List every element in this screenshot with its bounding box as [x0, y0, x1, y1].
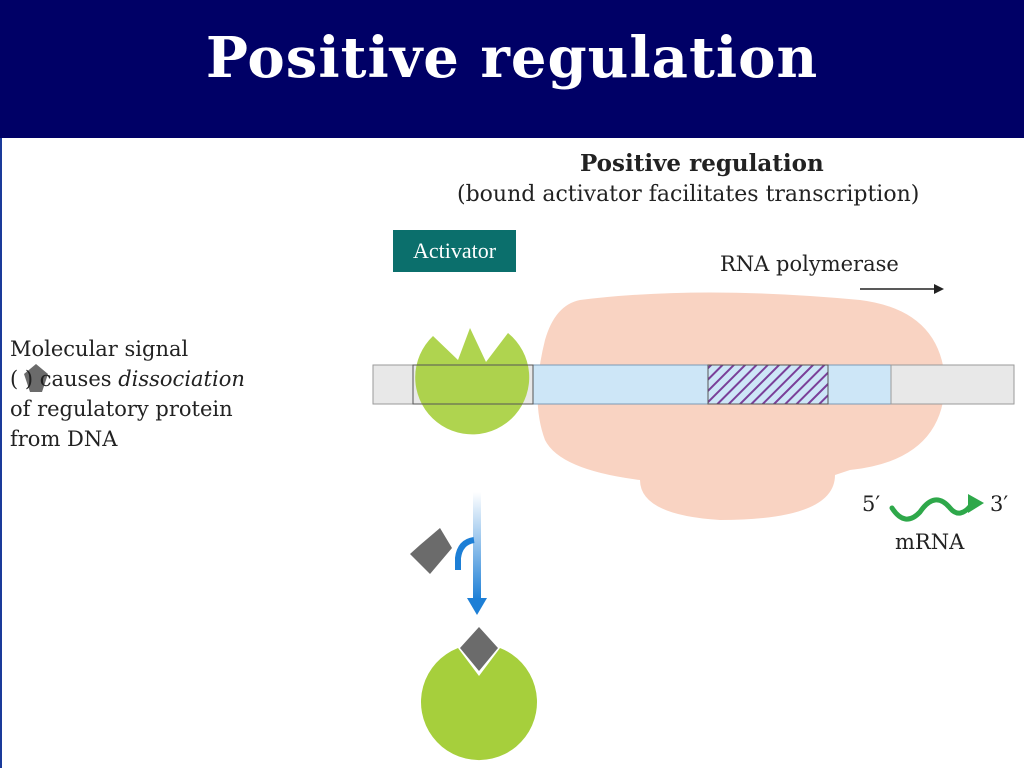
molecular-signal-text: Molecular signal ( ) causes dissociation…: [10, 334, 245, 454]
mrna-label: mRNA: [895, 530, 965, 554]
activator-protein-bound: [415, 328, 530, 435]
figure-subheading: (bound activator facilitates transcripti…: [457, 182, 920, 207]
dna-right-segment: [890, 364, 1015, 405]
signal-molecule-icon: [410, 528, 452, 574]
bound-signal-molecule-icon: [460, 627, 498, 671]
left-edge-strip: [0, 138, 2, 768]
polymerase-direction-arrowhead: [934, 284, 944, 294]
molecular-signal-line: Molecular signal: [10, 337, 189, 361]
molecular-signal-line: of regulatory protein: [10, 397, 233, 421]
five-prime-label: 5′: [862, 492, 881, 516]
inline-signal-icon: [24, 364, 48, 392]
dissociation-hook: [455, 537, 475, 570]
mrna-wave: [889, 497, 975, 522]
figure-heading: Positive regulation: [580, 150, 824, 177]
dissociation-arrowhead: [467, 598, 487, 615]
rna-polymerase-label: RNA polymerase: [720, 252, 899, 276]
activator-protein-free: [420, 648, 537, 761]
activator-label: Activator: [393, 230, 516, 272]
dissociation-arrow-shaft: [473, 492, 481, 600]
title-bar: Positive regulation: [0, 0, 1024, 138]
mrna-arrowhead: [968, 494, 984, 513]
slide-title: Positive regulation: [205, 25, 819, 91]
dna-promoter-hatch: [707, 364, 829, 405]
dna-left-segment: [372, 364, 414, 405]
molecular-signal-line: from DNA: [10, 427, 118, 451]
three-prime-label: 3′: [990, 492, 1009, 516]
rna-polymerase-shape: [537, 292, 945, 520]
molecular-signal-line: ( ) causes dissociation: [10, 367, 245, 391]
